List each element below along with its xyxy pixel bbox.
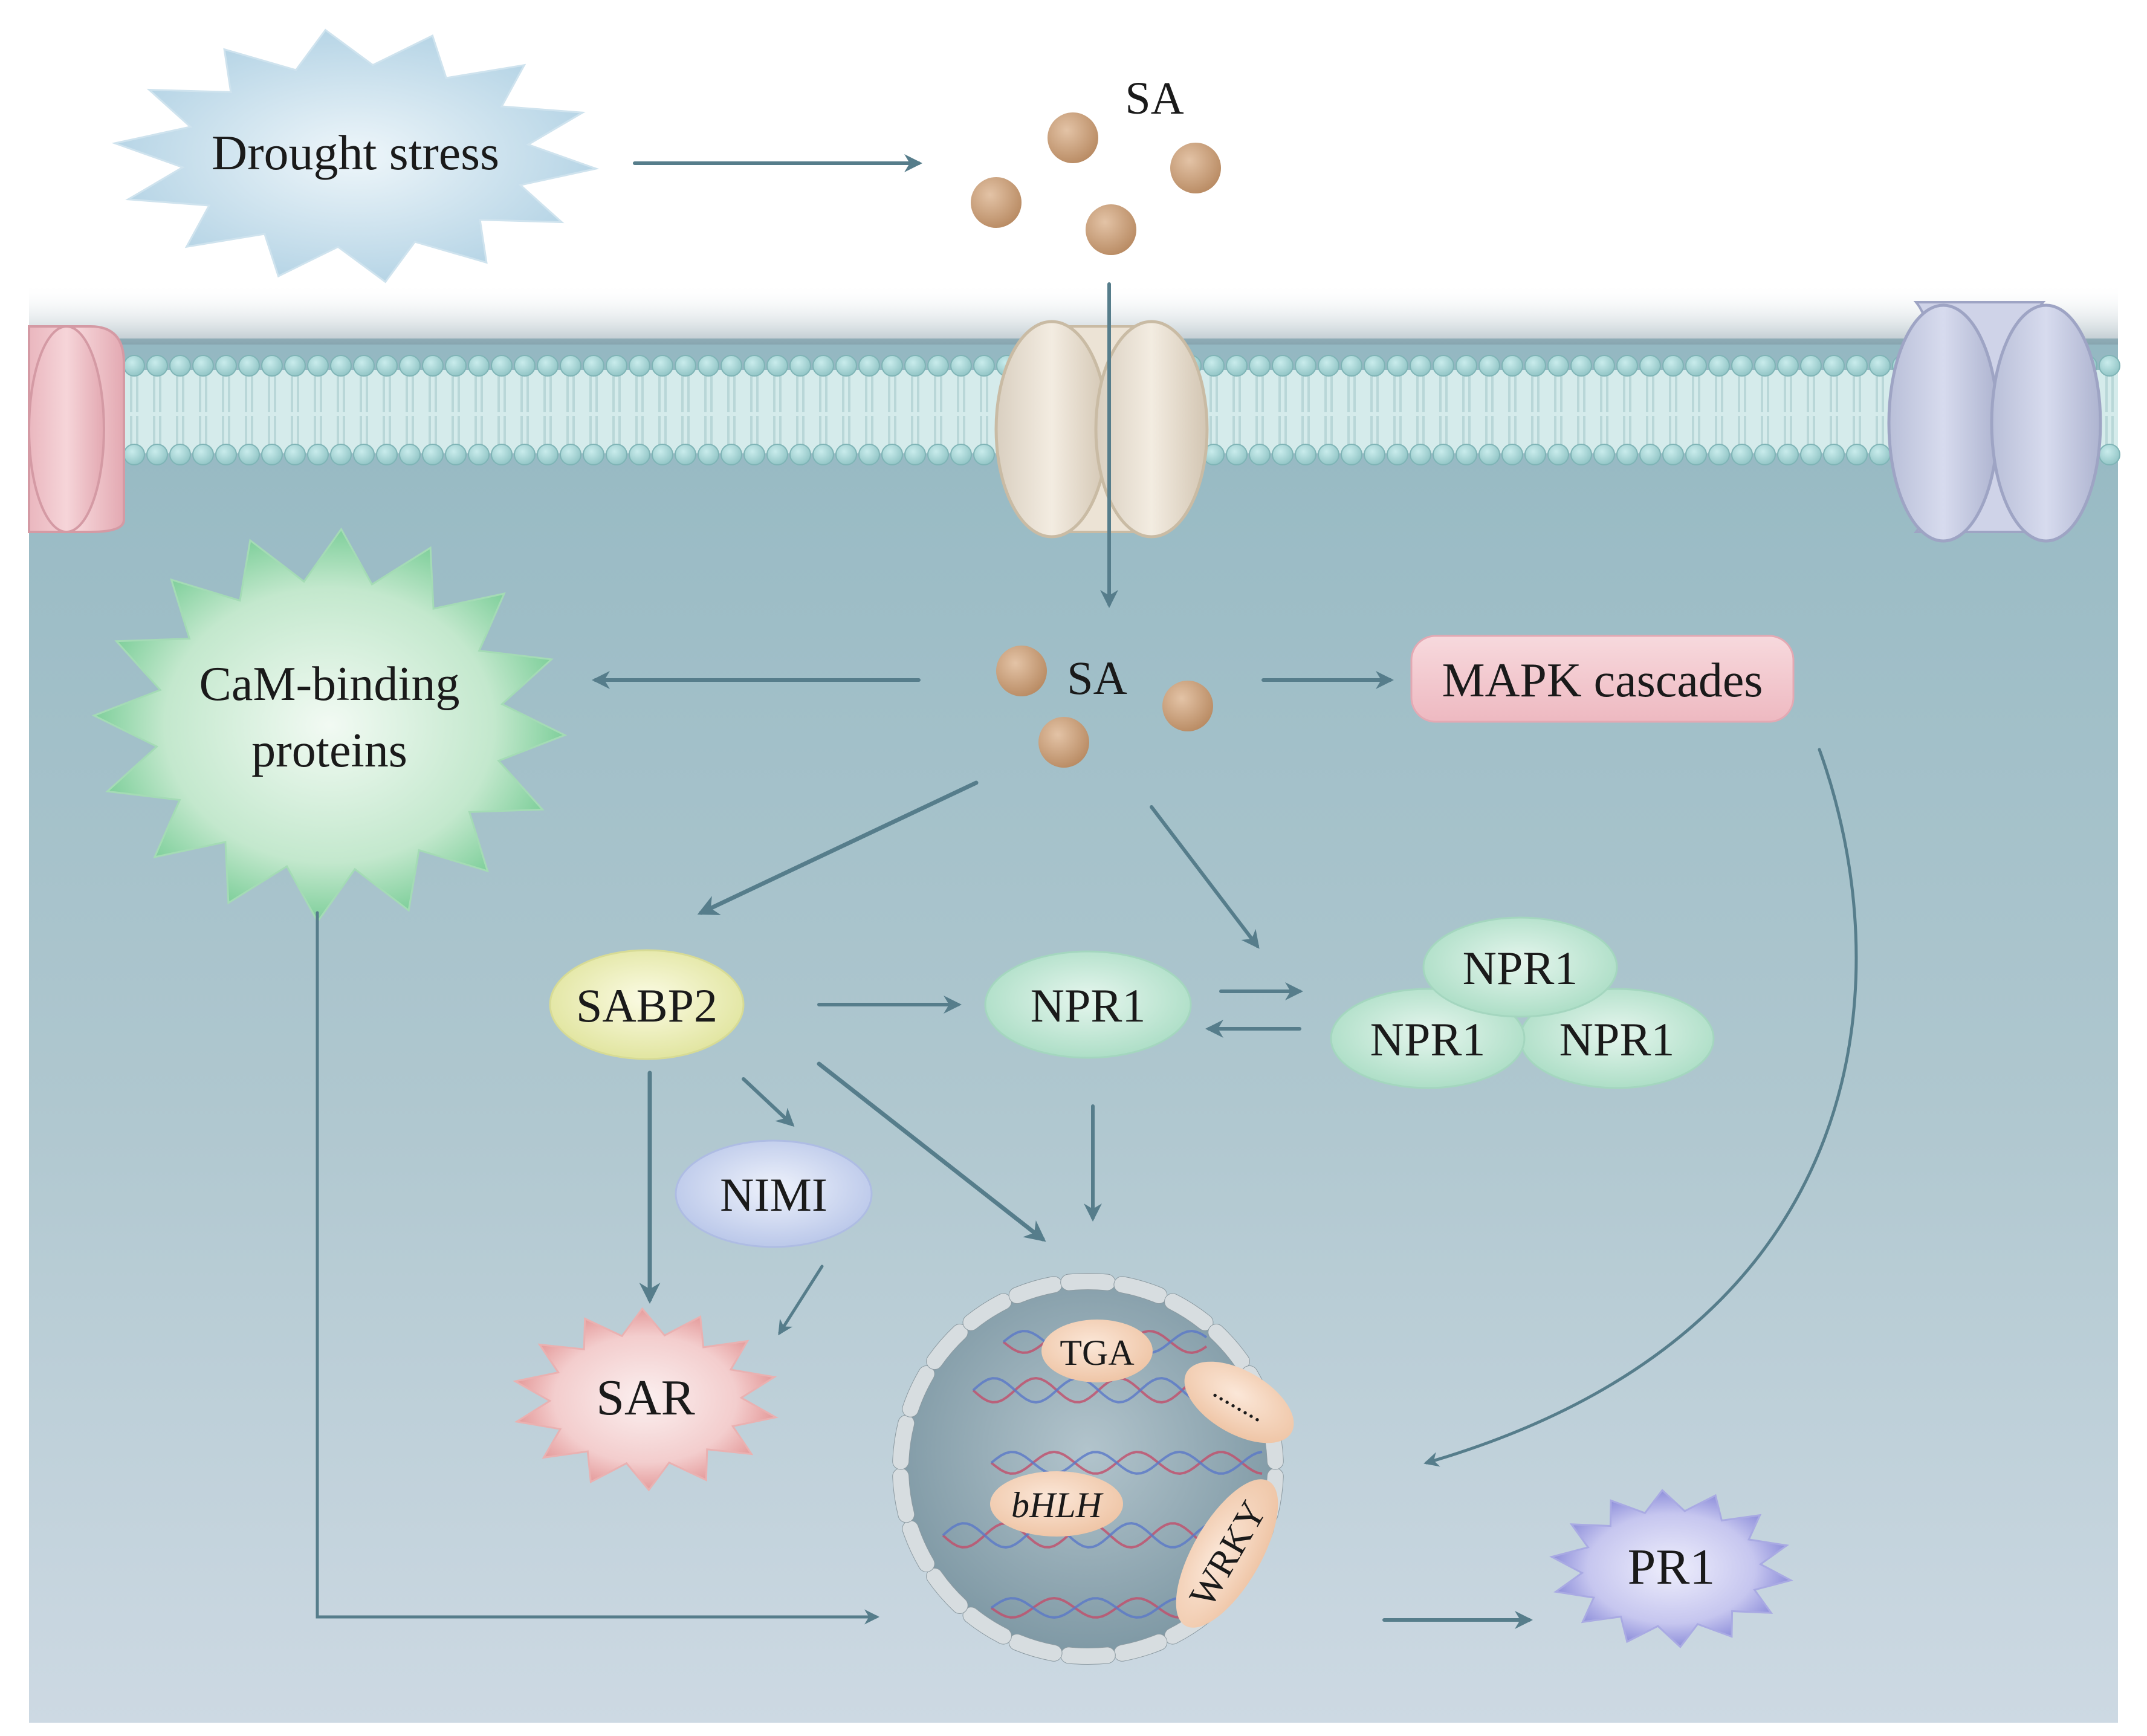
drought-stress-label: Drought stress	[212, 125, 499, 180]
nuclear-envelope-segment	[927, 1568, 968, 1613]
nuclear-envelope-segment	[963, 1294, 1011, 1330]
dna-strand	[990, 1450, 1263, 1475]
nuclear-envelope-segment	[902, 1521, 934, 1572]
npr1-oligomer-top-label: NPR1	[1463, 942, 1578, 994]
sar-label: SAR	[596, 1370, 695, 1426]
nuclear-envelope-segment	[1061, 1647, 1115, 1664]
cam-binding-proteins-starburst: CaM-binding proteins	[91, 527, 568, 924]
sabp2-node[interactable]: SABP2	[549, 949, 745, 1060]
lilac-channel-protein	[1887, 301, 2102, 543]
cam-label-line1: CaM-binding	[199, 658, 459, 711]
npr1-oligomer-right-label: NPR1	[1559, 1013, 1675, 1066]
dna-strand	[942, 1521, 1210, 1549]
pr1-starburst: PR1	[1549, 1489, 1793, 1648]
nuclear-envelope-segment	[902, 1366, 934, 1417]
sa-label-intracellular: SA	[1067, 652, 1127, 704]
drought-stress-starburst: Drought stress	[111, 28, 600, 283]
nuclear-envelope-segment	[1061, 1274, 1115, 1291]
nuclear-envelope-segment	[927, 1324, 968, 1370]
nuclear-envelope-segment	[1208, 1324, 1249, 1370]
mapk-label: MAPK cascades	[1442, 654, 1763, 707]
nimi-node[interactable]: NIMI	[675, 1139, 873, 1248]
unnamed-factor: ........	[1184, 1361, 1294, 1443]
arrow-sabp2-to-nimi	[742, 1077, 795, 1127]
sabp2-label: SABP2	[576, 979, 717, 1032]
beige-channel-protein[interactable]	[994, 320, 1209, 539]
pathway-arrows	[316, 154, 1858, 1629]
nucleus[interactable]: TGA ........ bHLH WRKY	[892, 1273, 1307, 1665]
nuclear-envelope-segment	[1009, 1634, 1062, 1661]
npr1-oligomer[interactable]: NPR1 NPR1 NPR1	[1330, 916, 1715, 1089]
nuclear-envelope-segment	[963, 1607, 1011, 1644]
nimi-label: NIMI	[720, 1168, 827, 1221]
pink-channel-protein	[28, 325, 125, 533]
dna-strand	[990, 1450, 1263, 1475]
nuclear-envelope-segment	[1114, 1277, 1167, 1304]
arrow-nimi-to-sar	[778, 1265, 824, 1336]
arrow-cam-to-nucleus	[316, 911, 879, 1625]
npr1-monomer-node[interactable]: NPR1	[984, 950, 1192, 1059]
sa-particles-extracellular	[971, 112, 1221, 255]
arrow-sabp2-to-nucleus	[817, 1061, 1046, 1242]
nuclear-envelope-segment	[893, 1415, 915, 1469]
npr1-monomer-label: NPR1	[1031, 979, 1146, 1032]
arrow-mapk-to-nucleus	[1423, 748, 1858, 1467]
sa-particles-intracellular	[996, 646, 1213, 768]
arrow-sa-to-npr1-oligomer	[1150, 805, 1260, 949]
nuclear-envelope-segment	[1009, 1277, 1062, 1304]
bhlh-factor: bHLH	[990, 1471, 1123, 1537]
nuclear-envelope-segment	[1165, 1294, 1213, 1330]
pr1-label: PR1	[1628, 1539, 1715, 1595]
mapk-cascades-box[interactable]: MAPK cascades	[1410, 635, 1795, 723]
sa-label-extracellular: SA	[1125, 73, 1184, 124]
dna-strand	[990, 1596, 1196, 1619]
tga-factor: TGA	[1041, 1320, 1153, 1382]
nuclear-envelope-segment	[1114, 1634, 1167, 1661]
nuclear-envelope-segment	[893, 1468, 915, 1523]
cam-label-line2: proteins	[251, 724, 407, 777]
dna-strand	[990, 1596, 1196, 1619]
tga-label: TGA	[1060, 1333, 1134, 1373]
bhlh-label: bHLH	[1011, 1485, 1104, 1525]
sar-starburst: SAR	[513, 1307, 779, 1492]
npr1-oligomer-left-label: NPR1	[1370, 1013, 1486, 1066]
arrow-sa-to-sabp2	[697, 780, 979, 915]
